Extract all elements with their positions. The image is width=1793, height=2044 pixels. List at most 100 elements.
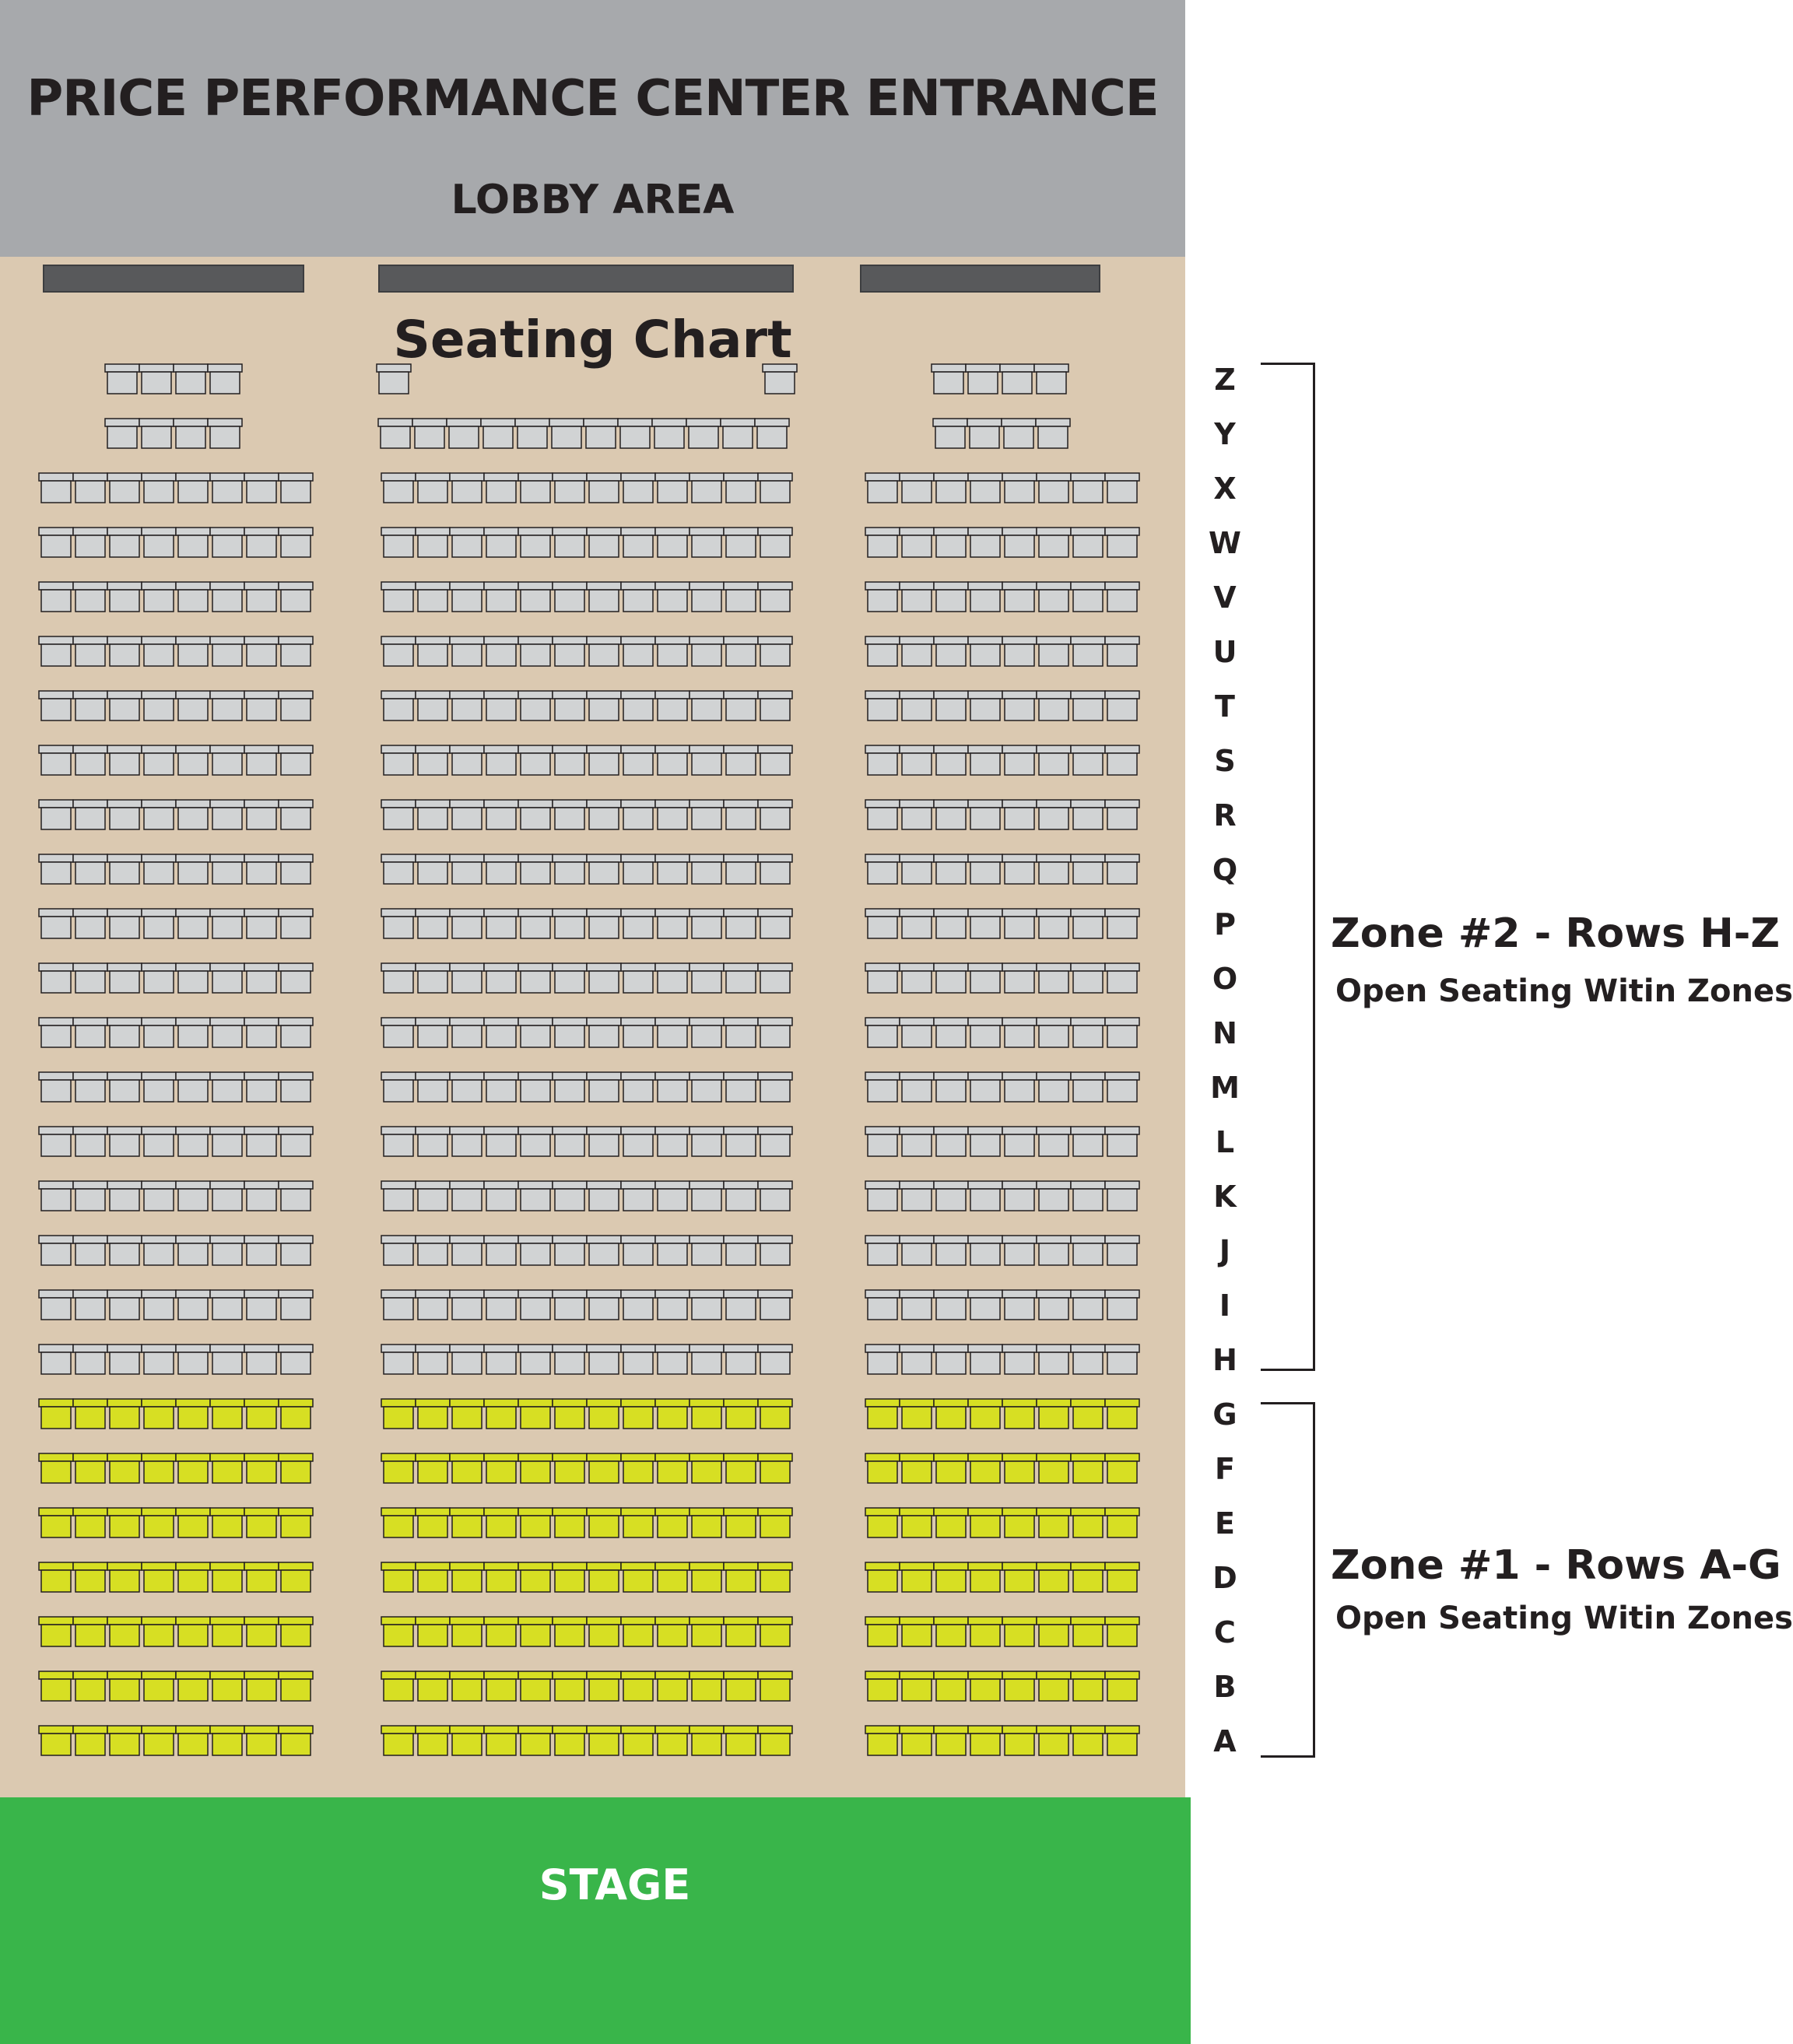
row-r-right-seat-1 <box>865 799 900 830</box>
row-j-right-seat-3 <box>933 1235 969 1266</box>
zone-1-subtitle: Open Seating Witin Zones <box>1335 1600 1793 1636</box>
row-p-right-seat-2 <box>899 908 935 939</box>
row-f-left-seat-3 <box>107 1453 142 1484</box>
row-letter-l: L <box>1215 1125 1235 1159</box>
row-v-center-seat-2 <box>415 581 451 612</box>
row-k-left-seat-6 <box>209 1180 245 1211</box>
row-l-center-seat-9 <box>654 1126 690 1157</box>
row-k-center-seat-8 <box>620 1180 656 1211</box>
row-m-center-seat-5 <box>518 1071 553 1103</box>
row-d-left-seat-3 <box>107 1562 142 1593</box>
row-q-center-seat-12 <box>757 854 793 885</box>
row-h-left-seat-1 <box>38 1344 74 1375</box>
row-d-center-seat-8 <box>620 1562 656 1593</box>
row-m-center-seat-12 <box>757 1071 793 1103</box>
row-w-left-seat-4 <box>141 527 177 558</box>
row-c-left-seat-6 <box>209 1616 245 1647</box>
row-v-center-seat-12 <box>757 581 793 612</box>
row-f-right-seat-6 <box>1036 1453 1072 1484</box>
row-q-center-seat-5 <box>518 854 553 885</box>
row-k-center-seat-3 <box>449 1180 485 1211</box>
row-s-center-seat-11 <box>723 745 759 776</box>
row-k-right-seat-3 <box>933 1180 969 1211</box>
row-l-center-seat-12 <box>757 1126 793 1157</box>
row-e-center-seat-10 <box>689 1507 725 1538</box>
row-i-center-seat-7 <box>586 1289 622 1320</box>
row-t-center-seat-9 <box>654 690 690 721</box>
row-letter-a: A <box>1213 1724 1237 1758</box>
row-b-center-seat-12 <box>757 1671 793 1702</box>
row-j-left-seat-3 <box>107 1235 142 1266</box>
row-g-center-seat-10 <box>689 1398 725 1429</box>
row-c-left-seat-1 <box>38 1616 74 1647</box>
row-r-right-seat-5 <box>1002 799 1037 830</box>
row-m-left-seat-1 <box>38 1071 74 1103</box>
row-s-center-seat-2 <box>415 745 451 776</box>
row-y-center-seat-11 <box>720 418 756 449</box>
row-x-center-seat-9 <box>654 472 690 503</box>
row-k-left-seat-4 <box>141 1180 177 1211</box>
row-y-right-seat-3 <box>1001 418 1037 449</box>
row-b-center-seat-4 <box>483 1671 519 1702</box>
row-i-center-seat-5 <box>518 1289 553 1320</box>
row-c-right-seat-3 <box>933 1616 969 1647</box>
row-p-right-seat-8 <box>1104 908 1140 939</box>
row-f-center-seat-4 <box>483 1453 519 1484</box>
row-g-left-seat-3 <box>107 1398 142 1429</box>
row-p-center-seat-2 <box>415 908 451 939</box>
row-b-left-seat-7 <box>244 1671 279 1702</box>
row-q-center-seat-1 <box>381 854 416 885</box>
row-t-left-seat-8 <box>278 690 314 721</box>
row-letter-h: H <box>1212 1343 1237 1377</box>
row-h-center-seat-2 <box>415 1344 451 1375</box>
row-letter-p: P <box>1214 907 1236 941</box>
row-t-center-seat-3 <box>449 690 485 721</box>
row-k-right-seat-6 <box>1036 1180 1072 1211</box>
row-g-right-seat-3 <box>933 1398 969 1429</box>
row-v-center-seat-10 <box>689 581 725 612</box>
row-c-center-seat-7 <box>586 1616 622 1647</box>
row-f-right-seat-5 <box>1002 1453 1037 1484</box>
row-a-right-seat-2 <box>899 1725 935 1756</box>
row-e-right-seat-8 <box>1104 1507 1140 1538</box>
row-letter-w: W <box>1209 526 1241 560</box>
row-d-left-seat-4 <box>141 1562 177 1593</box>
row-j-center-seat-11 <box>723 1235 759 1266</box>
row-f-right-seat-3 <box>933 1453 969 1484</box>
row-e-left-seat-7 <box>244 1507 279 1538</box>
row-u-left-seat-6 <box>209 636 245 667</box>
row-n-center-seat-4 <box>483 1017 519 1048</box>
row-l-center-seat-8 <box>620 1126 656 1157</box>
row-w-right-seat-2 <box>899 527 935 558</box>
row-j-right-seat-1 <box>865 1235 900 1266</box>
row-a-center-seat-11 <box>723 1725 759 1756</box>
row-m-right-seat-5 <box>1002 1071 1037 1103</box>
row-u-center-seat-10 <box>689 636 725 667</box>
row-o-left-seat-2 <box>72 962 108 994</box>
row-v-center-seat-5 <box>518 581 553 612</box>
row-letter-y: Y <box>1214 417 1236 451</box>
row-c-center-seat-6 <box>552 1616 588 1647</box>
row-t-right-seat-4 <box>967 690 1003 721</box>
row-n-left-seat-4 <box>141 1017 177 1048</box>
row-p-right-seat-5 <box>1002 908 1037 939</box>
row-x-right-seat-8 <box>1104 472 1140 503</box>
row-d-left-seat-7 <box>244 1562 279 1593</box>
row-m-center-seat-2 <box>415 1071 451 1103</box>
row-t-center-seat-7 <box>586 690 622 721</box>
row-g-center-seat-9 <box>654 1398 690 1429</box>
row-j-center-seat-5 <box>518 1235 553 1266</box>
row-m-right-seat-6 <box>1036 1071 1072 1103</box>
row-t-right-seat-7 <box>1070 690 1106 721</box>
row-b-left-seat-1 <box>38 1671 74 1702</box>
row-u-center-seat-8 <box>620 636 656 667</box>
row-g-left-seat-5 <box>175 1398 211 1429</box>
row-p-center-seat-3 <box>449 908 485 939</box>
row-e-center-seat-9 <box>654 1507 690 1538</box>
row-x-center-seat-3 <box>449 472 485 503</box>
row-w-center-seat-10 <box>689 527 725 558</box>
row-t-left-seat-2 <box>72 690 108 721</box>
row-i-center-seat-9 <box>654 1289 690 1320</box>
row-x-center-seat-8 <box>620 472 656 503</box>
row-g-right-seat-6 <box>1036 1398 1072 1429</box>
